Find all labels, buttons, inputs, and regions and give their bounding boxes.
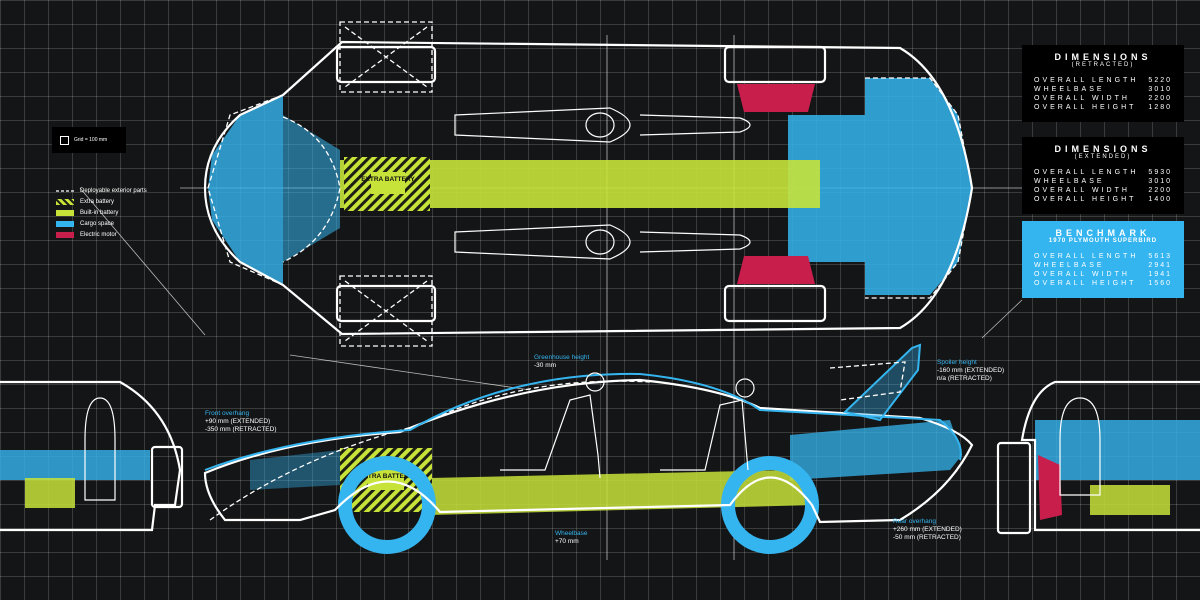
- note-title: Greenhouse height: [534, 354, 590, 361]
- legend-label: Cargo space: [80, 220, 115, 227]
- dashed-line-icon: [56, 189, 74, 192]
- note-title: Rear overhang: [893, 518, 936, 525]
- dim-value: 2941: [1148, 262, 1172, 269]
- side-view: EXTRA BATTERY: [203, 343, 974, 554]
- extra-battery-label-side: EXTRA BATTERY: [359, 473, 413, 480]
- benchmark-panel: BENCHMARK 1970 PLYMOUTH SUPERBIRD OVERAL…: [1022, 221, 1184, 298]
- note-line: +260 mm (EXTENDED): [893, 526, 962, 533]
- red-swatch-icon: [56, 231, 74, 238]
- spoiler-note: Spoiler height -160 mm (EXTENDED) n/a (R…: [937, 359, 1004, 383]
- dim-value: 1280: [1148, 104, 1172, 111]
- note-line: -30 mm: [534, 362, 557, 369]
- dim-value: 1560: [1148, 280, 1172, 287]
- green-swatch-icon: [56, 209, 74, 216]
- greenhouse-note: Greenhouse height -30 mm: [534, 354, 589, 370]
- legend-item-built-in-battery: Built-in battery: [56, 207, 147, 218]
- note-title: Wheelbase: [555, 530, 588, 537]
- hatched-swatch-icon: [56, 198, 74, 205]
- dim-value: 1400: [1148, 196, 1172, 203]
- front-cargo-area: [208, 95, 283, 285]
- note-line: n/a (RETRACTED): [937, 375, 992, 382]
- dim-label: WHEELBASE: [1034, 86, 1105, 93]
- panel-title: BENCHMARK: [1055, 228, 1151, 238]
- panel-title: DIMENSIONS: [1054, 144, 1152, 154]
- grid-scale-key: Grid = 100 mm: [52, 127, 126, 153]
- dim-label: OVERALL WIDTH: [1034, 187, 1130, 194]
- dimensions-retracted-panel: DIMENSIONS (RETRACTED) OVERALL LENGTH 522…: [1022, 45, 1184, 122]
- dim-label: OVERALL HEIGHT: [1034, 196, 1137, 203]
- dim-value: 2200: [1148, 187, 1172, 194]
- legend-item-deployable: Deployable exterior parts: [56, 185, 147, 196]
- note-line: -350 mm (RETRACTED): [205, 426, 277, 433]
- legend-item-motor: Electric motor: [56, 229, 147, 240]
- legend-label: Extra battery: [80, 198, 115, 205]
- wheelbase-note: Wheelbase +70 mm: [555, 530, 588, 546]
- rear-overhang-note: Rear overhang +260 mm (EXTENDED) -50 mm …: [893, 518, 962, 542]
- legend-item-cargo: Cargo space: [56, 218, 147, 229]
- dim-label: OVERALL LENGTH: [1034, 253, 1139, 260]
- dim-label: WHEELBASE: [1034, 178, 1105, 185]
- dim-label: OVERALL HEIGHT: [1034, 104, 1137, 111]
- dim-value: 2200: [1148, 95, 1172, 102]
- top-view-body-outline: [203, 40, 974, 336]
- legend-item-extra-battery: Extra battery: [56, 196, 147, 207]
- note-title: Front overhang: [205, 410, 250, 417]
- dim-value: 1941: [1148, 271, 1172, 278]
- legend: Deployable exterior parts Extra battery …: [56, 185, 147, 240]
- rear-spoiler: [842, 343, 922, 422]
- dim-value: 5930: [1148, 169, 1172, 176]
- electric-motor-front: [737, 84, 815, 112]
- grid-scale-label: Grid = 100 mm: [74, 137, 108, 143]
- note-line: -160 mm (EXTENDED): [937, 367, 1005, 374]
- rear-view: [996, 380, 1200, 535]
- dim-label: OVERALL WIDTH: [1034, 95, 1130, 102]
- note-line: -50 mm (RETRACTED): [893, 534, 961, 541]
- legend-label: Built-in battery: [80, 209, 119, 216]
- front-view: [0, 380, 184, 532]
- front-overhang-note: Front overhang +90 mm (EXTENDED) -350 mm…: [205, 410, 277, 434]
- panel-subtitle: (EXTENDED): [1074, 154, 1132, 160]
- dim-label: OVERALL WIDTH: [1034, 271, 1130, 278]
- legend-label: Electric motor: [80, 231, 117, 238]
- electric-motor-rear: [737, 256, 815, 284]
- dim-value: 5613: [1148, 253, 1172, 260]
- dim-label: OVERALL LENGTH: [1034, 77, 1139, 84]
- panel-subtitle: (RETRACTED): [1071, 62, 1135, 68]
- dim-label: WHEELBASE: [1034, 262, 1105, 269]
- built-in-battery-side: [430, 470, 815, 515]
- grid-square-icon: [60, 135, 69, 145]
- dimensions-extended-panel: DIMENSIONS (EXTENDED) OVERALL LENGTH 5930…: [1022, 137, 1184, 214]
- note-line: +90 mm (EXTENDED): [205, 418, 271, 425]
- panel-title: DIMENSIONS: [1054, 52, 1152, 62]
- dim-label: OVERALL HEIGHT: [1034, 280, 1137, 287]
- dim-value: 3010: [1148, 86, 1172, 93]
- blue-swatch-icon: [56, 220, 74, 227]
- top-view: EXTRA BATTERY: [203, 21, 974, 347]
- dim-value: 3010: [1148, 178, 1172, 185]
- rear-cargo-area: [788, 78, 972, 295]
- panel-subtitle: 1970 PLYMOUTH SUPERBIRD: [1048, 238, 1158, 244]
- note-line: +70 mm: [555, 538, 579, 545]
- rear-view-motor: [1038, 455, 1062, 520]
- dim-label: OVERALL LENGTH: [1034, 169, 1139, 176]
- legend-label: Deployable exterior parts: [80, 187, 147, 194]
- dim-value: 5220: [1148, 77, 1172, 84]
- rear-cargo-side: [790, 420, 962, 480]
- extra-battery-label-top: EXTRA BATTERY: [361, 176, 415, 183]
- front-wheel: [338, 456, 436, 554]
- note-title: Spoiler height: [937, 359, 977, 366]
